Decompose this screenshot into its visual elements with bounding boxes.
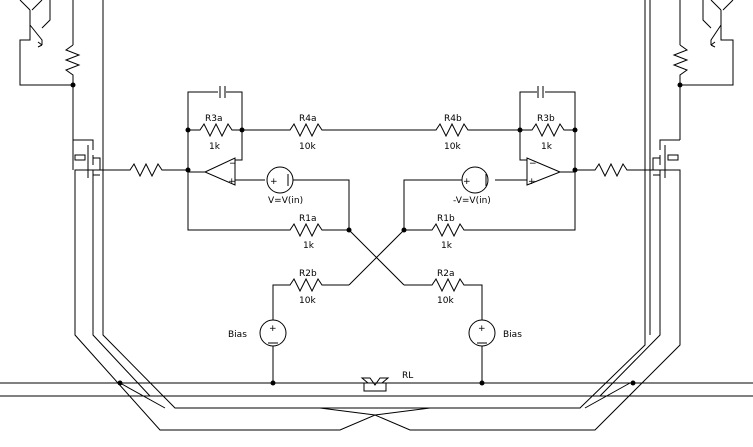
r1a-path bbox=[187, 172, 349, 238]
bias-right-label: Bias bbox=[503, 330, 522, 340]
right-bias-source: + bbox=[468, 319, 496, 383]
svg-text:+: + bbox=[270, 177, 278, 187]
left-opamp: − + bbox=[188, 130, 265, 187]
left-bias-source: + bbox=[259, 319, 287, 383]
right-output-transistor-stage bbox=[672, 0, 734, 140]
svg-text:−: − bbox=[229, 159, 237, 169]
r1a-value: 1k bbox=[303, 241, 315, 251]
r4b-value: 10k bbox=[444, 142, 461, 152]
r3b-label: R3b bbox=[537, 114, 555, 124]
r1b-label: R1b bbox=[437, 214, 455, 224]
left-output-transistor-stage bbox=[19, 0, 81, 140]
r2a-value: 10k bbox=[437, 296, 454, 306]
junction-dot bbox=[677, 82, 683, 88]
left-input-source: + bbox=[266, 166, 350, 230]
load-speaker bbox=[360, 377, 390, 392]
r3b-capacitor bbox=[537, 86, 544, 98]
right-gate-resistor bbox=[575, 162, 653, 178]
right-opamp: − + bbox=[495, 130, 575, 187]
load-label: RL bbox=[402, 371, 413, 381]
right-feedback-loop bbox=[519, 91, 576, 172]
svg-text:+: + bbox=[478, 324, 486, 334]
vin-right-label: -V=V(in) bbox=[453, 196, 491, 206]
vin-left-label: V=V(in) bbox=[268, 196, 303, 206]
cross-feedback bbox=[348, 229, 405, 286]
svg-text:+: + bbox=[463, 177, 471, 187]
junction-dot bbox=[185, 167, 191, 173]
junction-dot bbox=[70, 82, 76, 88]
junction-dot bbox=[572, 127, 578, 133]
right-mosfet bbox=[652, 139, 681, 180]
junction-dot bbox=[185, 127, 191, 133]
svg-text:−: − bbox=[529, 159, 537, 169]
r2a-label: R2a bbox=[437, 269, 455, 279]
r3a-label: R3a bbox=[205, 114, 223, 124]
r2b-path bbox=[272, 277, 349, 320]
r4b-label: R4b bbox=[444, 114, 462, 124]
junction-dot bbox=[270, 380, 276, 386]
junction-dot bbox=[117, 380, 123, 386]
left-feedback-loop bbox=[187, 91, 243, 172]
junction-dot bbox=[517, 127, 523, 133]
r3b-value: 1k bbox=[541, 142, 553, 152]
r4a-label: R4a bbox=[299, 114, 317, 124]
r1b-path bbox=[404, 172, 576, 238]
bias-left-label: Bias bbox=[228, 330, 247, 340]
junction-dot bbox=[479, 380, 485, 386]
svg-text:+: + bbox=[228, 177, 236, 187]
r4-chain bbox=[242, 122, 520, 138]
junction-dot bbox=[572, 167, 578, 173]
left-mosfet bbox=[72, 139, 101, 180]
left-outer-rail bbox=[102, 0, 646, 409]
right-input-source: + bbox=[403, 166, 489, 230]
r2b-label: R2b bbox=[299, 269, 317, 279]
svg-text:+: + bbox=[269, 324, 277, 334]
left-gate-resistor bbox=[100, 162, 188, 178]
svg-text:+: + bbox=[528, 177, 536, 187]
r2a-path bbox=[404, 277, 483, 320]
r4a-value: 10k bbox=[299, 142, 316, 152]
r1a-label: R1a bbox=[299, 214, 317, 224]
r1b-value: 1k bbox=[441, 241, 453, 251]
r2b-value: 10k bbox=[299, 296, 316, 306]
r3a-capacitor bbox=[219, 86, 226, 98]
junction-dot bbox=[630, 380, 636, 386]
output-bus-wires bbox=[0, 180, 753, 431]
r3a-value: 1k bbox=[209, 142, 221, 152]
